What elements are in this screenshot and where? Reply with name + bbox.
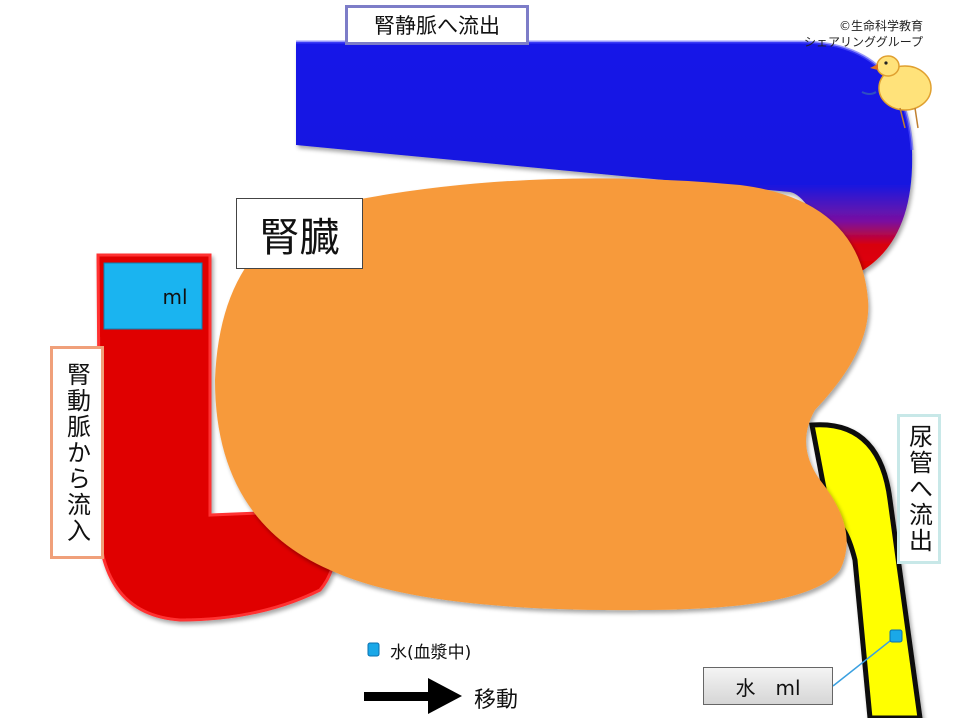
ureter-label: 尿管へ流出 — [897, 414, 941, 564]
vein-label-text: 腎静脈へ流出 — [374, 14, 500, 38]
water-cube-icon — [889, 629, 903, 643]
leader-line — [832, 636, 896, 687]
kidney — [215, 178, 869, 611]
water-counter-label: 水 ml — [703, 667, 833, 705]
artery-label: 腎動脈から流入 — [50, 346, 104, 559]
water-cube-icon — [367, 642, 380, 657]
legend-water-text: 水(血漿中) — [390, 643, 472, 663]
legend-move: 移動 — [474, 682, 518, 714]
credit: ©生命科学教育 シェアリンググループ — [804, 18, 923, 50]
artery-counter-unit: ml — [162, 285, 188, 309]
vein-label: 腎静脈へ流出 — [345, 5, 529, 45]
artery-counter: ml — [150, 280, 200, 314]
chick-icon — [861, 55, 932, 129]
kidney-title-text: 腎臓 — [259, 214, 340, 261]
credit-line-1: ©生命科学教育 — [838, 19, 923, 33]
legend-move-text: 移動 — [474, 688, 519, 713]
kidney-title: 腎臓 — [236, 198, 363, 269]
water-counter-text: 水 ml — [735, 675, 801, 700]
artery-label-text: 腎動脈から流入 — [62, 361, 91, 544]
ureter-label-text: 尿管へ流出 — [904, 424, 933, 554]
legend-water: 水(血漿中) — [390, 638, 471, 663]
arrow-right-icon — [364, 678, 462, 714]
credit-line-2: シェアリンググループ — [803, 35, 923, 49]
artery-counter-box — [103, 262, 203, 330]
